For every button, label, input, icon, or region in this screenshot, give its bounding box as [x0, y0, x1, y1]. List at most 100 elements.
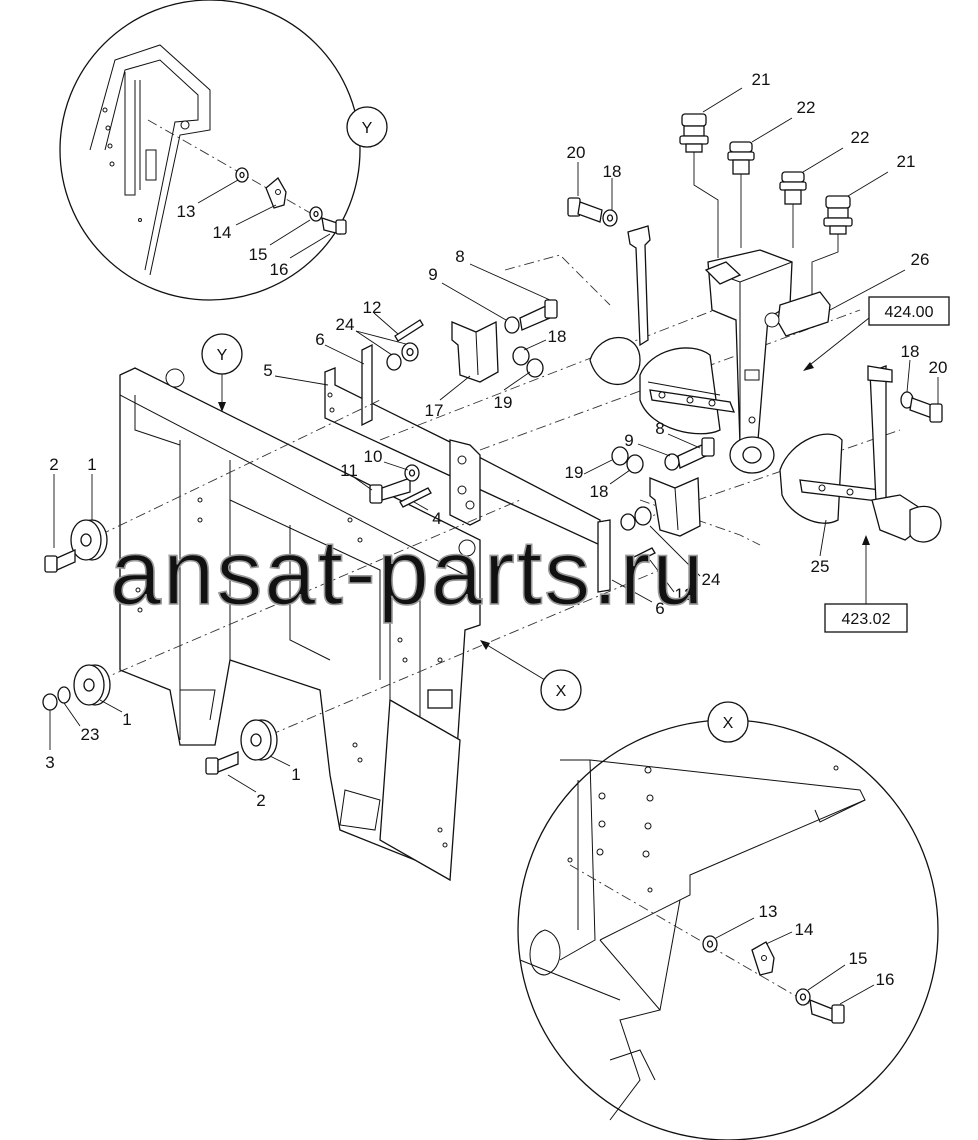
fitting-22-right [779, 171, 807, 205]
nut-3 [42, 693, 58, 711]
pin-12-lower [627, 547, 656, 566]
pin-4 [399, 487, 432, 508]
part-2-label-bottom: 2 [256, 791, 265, 810]
washer-18-top [602, 209, 618, 227]
ref-box-423 [824, 603, 908, 633]
part-18-label-lower: 18 [590, 482, 609, 501]
bolt-20-right [909, 397, 943, 423]
part-8-label-upper: 8 [455, 247, 464, 266]
part-19-label-lower: 19 [565, 463, 584, 482]
part-1-label-lower: 1 [122, 710, 131, 729]
x-part-16-label: 16 [876, 970, 895, 989]
x-part-15-label: 15 [849, 949, 868, 968]
bolt-2-bottom [205, 751, 239, 775]
part-9-label-lower: 9 [624, 431, 633, 450]
bracket-lower [649, 477, 701, 537]
wheel-hub-upper [589, 337, 736, 435]
part-1-label-upper: 1 [87, 455, 96, 474]
washer-24-upper [386, 342, 419, 371]
part-18-label-top: 18 [603, 162, 622, 181]
part-10-label: 10 [364, 447, 383, 466]
detail-y-washer-15 [309, 206, 323, 222]
bracket-17 [451, 320, 499, 383]
ref-box-423-label: 423.02 [842, 611, 891, 628]
pin-12-upper [394, 319, 424, 342]
detail-x-washer-15 [795, 988, 811, 1006]
x-part-13-label: 13 [759, 902, 778, 921]
part-20-label-right: 20 [929, 358, 948, 377]
part-22-label-right: 22 [851, 128, 870, 147]
part-14-label: 14 [213, 223, 232, 242]
detail-y-washer-13 [235, 167, 249, 183]
detail-y-callout-label: Y [362, 120, 373, 137]
part-19-label-upper: 19 [494, 393, 513, 412]
mounting-bar-6-left [361, 343, 373, 427]
bolt-8-lower [677, 437, 715, 469]
part-20-label-top: 20 [567, 143, 586, 162]
bolt-8-upper [519, 299, 558, 331]
part-6-label-lower: 6 [655, 599, 664, 618]
detail-x-circle [517, 719, 939, 1140]
washer-24-lower [620, 506, 652, 531]
washer-9-upper [504, 316, 520, 334]
part-6-label-upper: 6 [315, 330, 324, 349]
main-x-callout-label: X [556, 683, 567, 700]
detail-x-bolt-16 [809, 998, 845, 1024]
part-3-label: 3 [45, 753, 54, 772]
part-12-label-upper: 12 [363, 298, 382, 317]
detail-y-bolt-16 [321, 217, 347, 235]
mounting-plate-center [449, 439, 481, 526]
washer-10 [404, 464, 420, 482]
support-rod [627, 225, 651, 347]
ref-box-424-label: 424.00 [885, 304, 934, 321]
x-part-14-label: 14 [795, 920, 814, 939]
part-9-label-upper: 9 [428, 265, 437, 284]
bolt-2-upper [44, 548, 76, 573]
main-y-callout-label: Y [217, 347, 228, 364]
part-24-label-lower: 24 [702, 570, 721, 589]
part-25-label: 25 [811, 557, 830, 576]
bolt-20-upper [567, 197, 603, 223]
washer-9-lower [664, 453, 680, 471]
part-2-label-upper: 2 [49, 455, 58, 474]
part-23-label: 23 [81, 725, 100, 744]
part-18-label-right: 18 [901, 342, 920, 361]
detail-y-bracket-14 [265, 177, 287, 209]
part-21-label-right: 21 [897, 152, 916, 171]
detail-x-callout-circle [707, 701, 749, 743]
washer-18-lower [626, 454, 644, 474]
nut-18-upper [512, 346, 530, 366]
part-21-label-top-left: 21 [752, 70, 771, 89]
detail-y-frame-plate [89, 44, 211, 276]
detail-y-callout-circle [346, 106, 388, 148]
main-frame-assembly [119, 367, 481, 882]
part-16-label: 16 [270, 260, 289, 279]
washer-23 [57, 686, 71, 704]
part-26-label: 26 [911, 250, 930, 269]
bolt-11 [369, 477, 411, 504]
fitting-22-left [727, 141, 755, 175]
part-13-label: 13 [177, 202, 196, 221]
part-1-label-bottom: 1 [291, 765, 300, 784]
sprocket-arm-assembly [704, 249, 831, 474]
part-5-label: 5 [263, 361, 272, 380]
detail-y-circle [59, 0, 361, 301]
part-12-label-lower: 12 [675, 585, 694, 604]
detail-x-callout-label: X [723, 715, 734, 732]
rubber-bushing-1-upper [70, 519, 108, 561]
part-8-label-lower: 8 [655, 419, 664, 438]
part-18-label-upper: 18 [548, 327, 567, 346]
wheel-hub-25 [779, 365, 942, 543]
part-22-label-left: 22 [797, 98, 816, 117]
detail-x-view: X 13 14 15 16 [517, 701, 939, 1140]
detail-y-view: Y 13 14 15 16 [59, 0, 388, 301]
part-11-label: 11 [340, 461, 358, 480]
main-x-callout-circle [540, 669, 582, 711]
ref-box-424 [868, 296, 950, 326]
nut-19-upper [526, 358, 544, 378]
watermark-text: ansat-parts.ru [110, 522, 706, 624]
rubber-bushing-1-lower [73, 664, 111, 706]
fitting-21-left [679, 113, 709, 153]
detail-x-bracket-14 [751, 941, 775, 976]
